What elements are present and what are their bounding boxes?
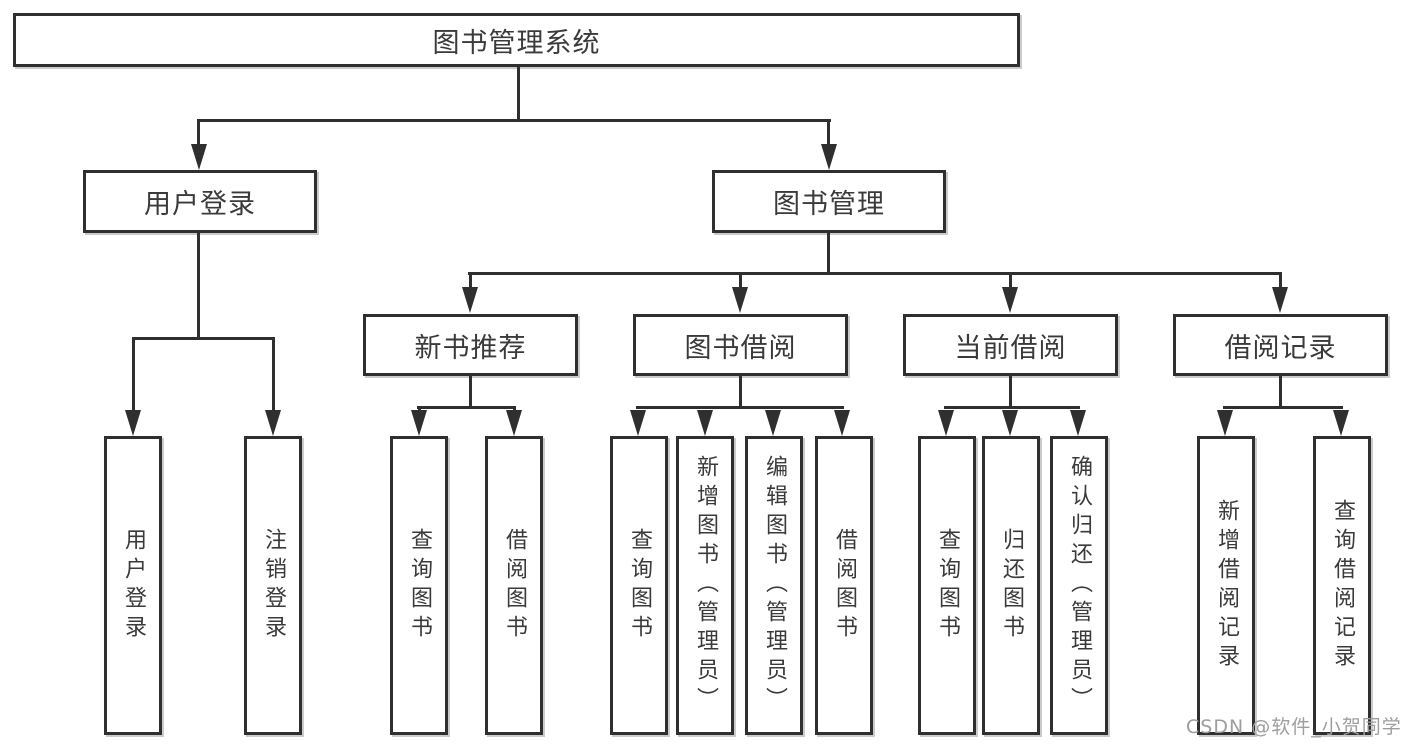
connector-book-borrow-stem — [739, 376, 742, 406]
connector-root-drop-left — [197, 119, 200, 149]
connector-root-drop-right — [827, 119, 830, 149]
leaf-add-book-admin: 新增图书（管理员） — [676, 436, 734, 735]
arrowhead-to-edit-book — [765, 410, 781, 436]
leaf-query-borrow-record: 查询借阅记录 — [1313, 436, 1371, 735]
leaf-user-login: 用户登录 — [104, 436, 162, 735]
connector-user-login-drop-2 — [272, 337, 275, 412]
leaf-return-books: 归还图书 — [982, 436, 1040, 735]
arrowhead-to-borrow-books-2 — [834, 410, 850, 436]
arrowhead-to-query-books-2 — [630, 410, 646, 436]
node-book-management: 图书管理 — [712, 170, 946, 233]
arrowhead-to-return-books — [1002, 410, 1018, 436]
connector-root-rail — [198, 119, 831, 122]
leaf-borrow-books-2: 借阅图书 — [815, 436, 873, 735]
connector-book-mgmt-drop-4 — [1279, 272, 1282, 289]
connector-current-borrow-stem — [1009, 376, 1012, 406]
leaf-query-books-3: 查询图书 — [918, 436, 976, 735]
connector-book-mgmt-rail — [468, 272, 1282, 275]
arrowhead-to-query-books-3 — [938, 410, 954, 436]
leaf-edit-book-admin: 编辑图书（管理员） — [745, 436, 803, 735]
connector-borrow-records-stem — [1279, 376, 1282, 406]
node-library-management-system: 图书管理系统 — [13, 13, 1020, 67]
arrowhead-to-new-book-recommend — [462, 287, 478, 313]
connector-user-login-stem — [197, 233, 200, 337]
connector-book-mgmt-drop-1 — [469, 272, 472, 289]
connector-user-login-rail — [132, 337, 275, 340]
arrowhead-to-borrow-records — [1272, 287, 1288, 313]
arrowhead-to-current-borrow — [1002, 287, 1018, 313]
csdn-watermark: CSDN @软件_小贺同学 — [1186, 716, 1402, 738]
connector-book-borrow-rail — [636, 406, 844, 409]
arrowhead-to-book-management — [821, 144, 837, 170]
leaf-confirm-return-admin: 确认归还（管理员） — [1050, 436, 1108, 735]
connector-root-stem — [517, 67, 520, 119]
leaf-borrow-books-1: 借阅图书 — [485, 436, 543, 735]
arrowhead-to-user-login — [191, 144, 207, 170]
arrowhead-to-add-book — [697, 410, 713, 436]
arrowhead-to-leaf-logout — [265, 410, 281, 436]
connector-new-book-rail — [417, 406, 516, 409]
arrowhead-to-add-borrow-record — [1217, 410, 1233, 436]
connector-current-borrow-rail — [944, 406, 1080, 409]
connector-user-login-drop-1 — [132, 337, 135, 412]
connector-book-mgmt-drop-2 — [739, 272, 742, 289]
leaf-logout: 注销登录 — [244, 436, 302, 735]
arrowhead-to-book-borrow — [732, 287, 748, 313]
connector-new-book-stem — [469, 376, 472, 406]
node-book-borrow: 图书借阅 — [633, 314, 848, 376]
node-new-book-recommend: 新书推荐 — [363, 314, 578, 376]
connector-borrow-records-rail — [1223, 406, 1343, 409]
connector-book-mgmt-drop-3 — [1009, 272, 1012, 289]
leaf-query-books-1: 查询图书 — [390, 436, 448, 735]
node-borrow-records: 借阅记录 — [1173, 314, 1388, 376]
leaf-query-books-2: 查询图书 — [610, 436, 668, 735]
connector-book-mgmt-stem — [827, 233, 830, 272]
arrowhead-to-leaf-user-login — [125, 410, 141, 436]
node-current-borrow: 当前借阅 — [903, 314, 1118, 376]
node-user-login: 用户登录 — [83, 170, 317, 233]
leaf-add-borrow-record: 新增借阅记录 — [1197, 436, 1255, 735]
arrowhead-to-query-books-1 — [411, 410, 427, 436]
arrowhead-to-confirm-return — [1070, 410, 1086, 436]
arrowhead-to-query-borrow-record — [1333, 410, 1349, 436]
arrowhead-to-borrow-books-1 — [506, 410, 522, 436]
